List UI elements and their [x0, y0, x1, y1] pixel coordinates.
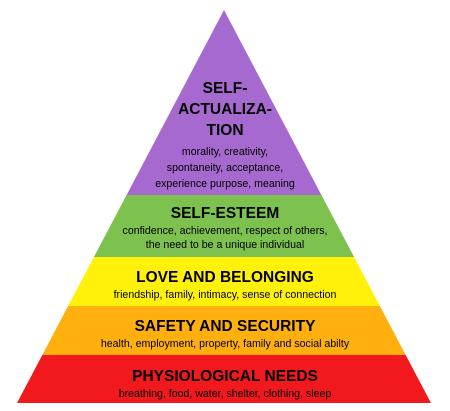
pyramid-band-love-and-belonging [68, 257, 380, 306]
pyramid-level-safety-and-security: SAFETY AND SECURITY health, employment, p… [42, 306, 406, 355]
pyramid-band-self-actualization [126, 10, 322, 195]
level-description-self-esteem: the need to be a unique individual [146, 239, 304, 251]
pyramid-band-self-esteem [93, 195, 355, 257]
pyramid-level-physiological-needs: PHYSIOLOGICAL NEEDS breathing, food, wate… [17, 355, 431, 403]
level-description-physiological-needs: breathing, food, water, shelter, clothin… [119, 388, 332, 400]
pyramid-band-safety-and-security [42, 306, 406, 355]
level-description-self-actualization: morality, creativity, [182, 146, 268, 158]
level-title-self-actualization: ACTUALIZA- [178, 101, 272, 118]
level-title-physiological-needs: PHYSIOLOGICAL NEEDS [132, 368, 318, 385]
level-description-self-esteem: confidence, achievement, respect of othe… [123, 225, 328, 237]
level-title-self-actualization: TION [206, 122, 243, 139]
pyramid-level-self-actualization: SELF- ACTUALIZA- TION morality, creativity,… [126, 10, 322, 206]
level-title-love-and-belonging: LOVE AND BELONGING [136, 269, 314, 286]
level-description-self-actualization: experience purpose, meaning [155, 178, 295, 190]
level-title-self-esteem: SELF-ESTEEM [171, 205, 280, 222]
level-description-self-actualization: spontaneity, acceptance, [167, 162, 283, 174]
level-description-safety-and-security: health, employment, property, family and… [101, 338, 350, 350]
pyramid-band-physiological-needs [17, 355, 431, 403]
level-description-love-and-belonging: friendship, family, intimacy, sense of c… [114, 289, 337, 301]
level-title-safety-and-security: SAFETY AND SECURITY [135, 318, 317, 335]
pyramid-level-self-esteem: SELF-ESTEEM confidence, achievement, resp… [93, 195, 355, 257]
pyramid-level-love-and-belonging: LOVE AND BELONGING friendship, family, in… [68, 257, 380, 306]
level-title-self-actualization: SELF- [203, 80, 248, 97]
